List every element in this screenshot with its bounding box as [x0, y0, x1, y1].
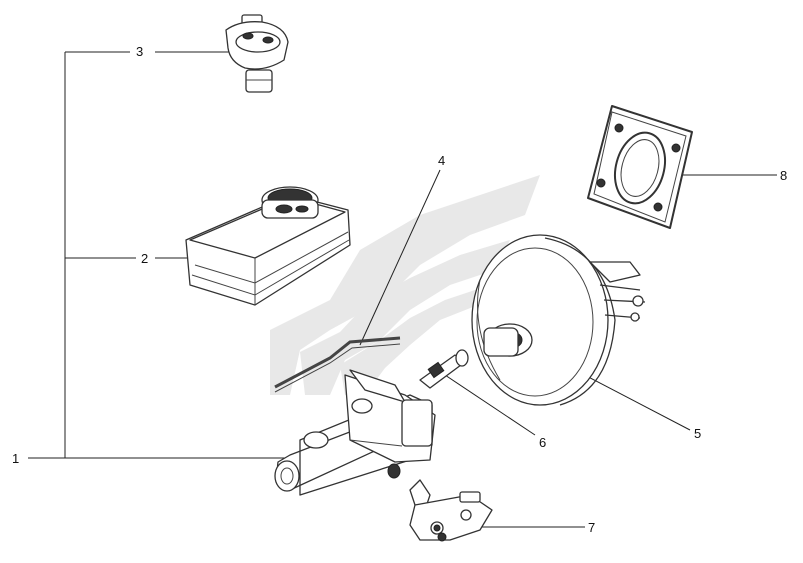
- brake-booster-part: [471, 234, 646, 406]
- clevis-bracket-part: [387, 463, 493, 542]
- watermark-logo: [270, 175, 540, 395]
- leader-lines: [155, 51, 777, 528]
- callout-6: 6: [539, 435, 546, 450]
- callout-2: 2: [141, 251, 148, 266]
- callout-4: 4: [438, 153, 445, 168]
- master-cylinder-part: [274, 369, 436, 496]
- push-rod-part: [419, 349, 469, 389]
- callout-7: 7: [588, 520, 595, 535]
- callout-8: 8: [780, 168, 787, 183]
- callout-1: 1: [12, 451, 19, 466]
- callout-3: 3: [136, 44, 143, 59]
- gasket-part: [587, 105, 693, 229]
- brake-fluid-reservoir-part: [185, 186, 351, 306]
- brake-pipe-part: [274, 336, 401, 393]
- callout-5: 5: [694, 426, 701, 441]
- leader-bracket-1: [28, 51, 290, 459]
- pressure-switch-part: [225, 14, 289, 93]
